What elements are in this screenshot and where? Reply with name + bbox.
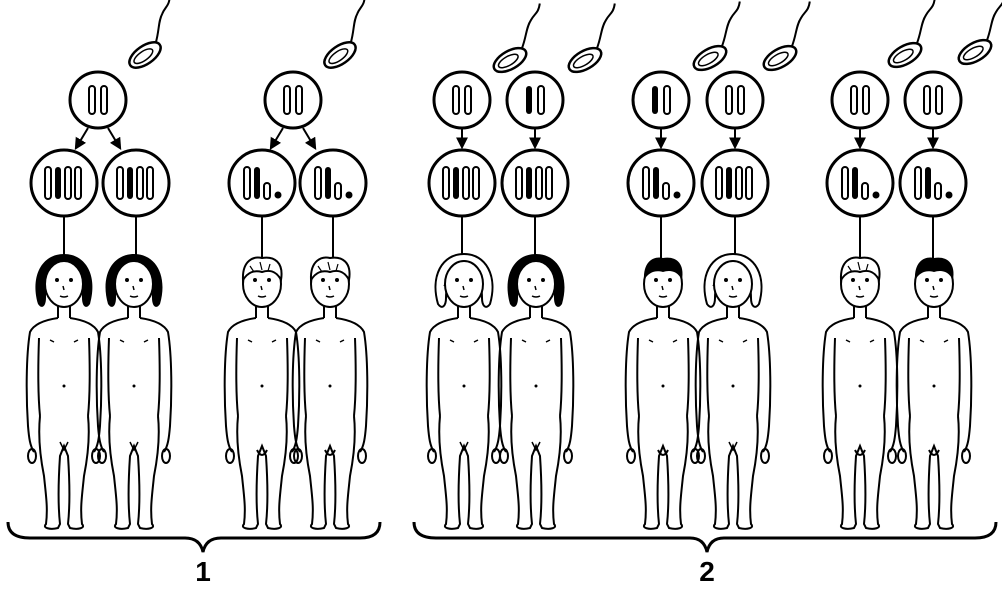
sperm-icon xyxy=(941,0,1002,71)
zygote-cell xyxy=(68,70,128,130)
boy-figure xyxy=(895,257,973,530)
girl-figure xyxy=(95,254,173,530)
group-1-brace xyxy=(6,521,382,553)
sperm-icon xyxy=(476,2,563,79)
cell-xy xyxy=(825,148,895,218)
cell-xy xyxy=(298,148,368,218)
zygote-cell xyxy=(505,70,565,130)
zygote-cell xyxy=(263,70,323,130)
group-2-brace xyxy=(412,521,998,553)
cell-xy xyxy=(626,148,696,218)
sperm-icon xyxy=(551,2,638,79)
boy-figure xyxy=(291,256,369,530)
girl-figure xyxy=(497,254,575,530)
sperm-icon xyxy=(871,0,958,74)
cell-xx xyxy=(700,148,770,218)
boy-figure xyxy=(223,256,301,530)
cell-xy xyxy=(227,148,297,218)
girl-figure xyxy=(25,254,103,530)
zygote-cell xyxy=(705,70,765,130)
sperm-icon xyxy=(746,0,833,77)
children-row xyxy=(25,253,973,530)
zygote-cell xyxy=(432,70,492,130)
cell-xx xyxy=(427,148,497,218)
group-2-label: 2 xyxy=(699,556,715,587)
cell-xx xyxy=(101,148,171,218)
cell-xy xyxy=(898,148,968,218)
sperm-icon xyxy=(304,0,391,74)
boy-figure xyxy=(821,256,899,530)
cell-xx xyxy=(29,148,99,218)
zygote-cell xyxy=(903,70,963,130)
sperm-icon xyxy=(676,0,763,77)
girl-figure xyxy=(425,253,503,530)
cell-xx xyxy=(500,148,570,218)
girl-figure xyxy=(694,253,772,530)
zygote-cell xyxy=(830,70,890,130)
zygote-cell xyxy=(631,70,691,130)
sperm-icon xyxy=(109,0,196,74)
group-1-label: 1 xyxy=(195,556,211,587)
boy-figure xyxy=(624,257,702,530)
